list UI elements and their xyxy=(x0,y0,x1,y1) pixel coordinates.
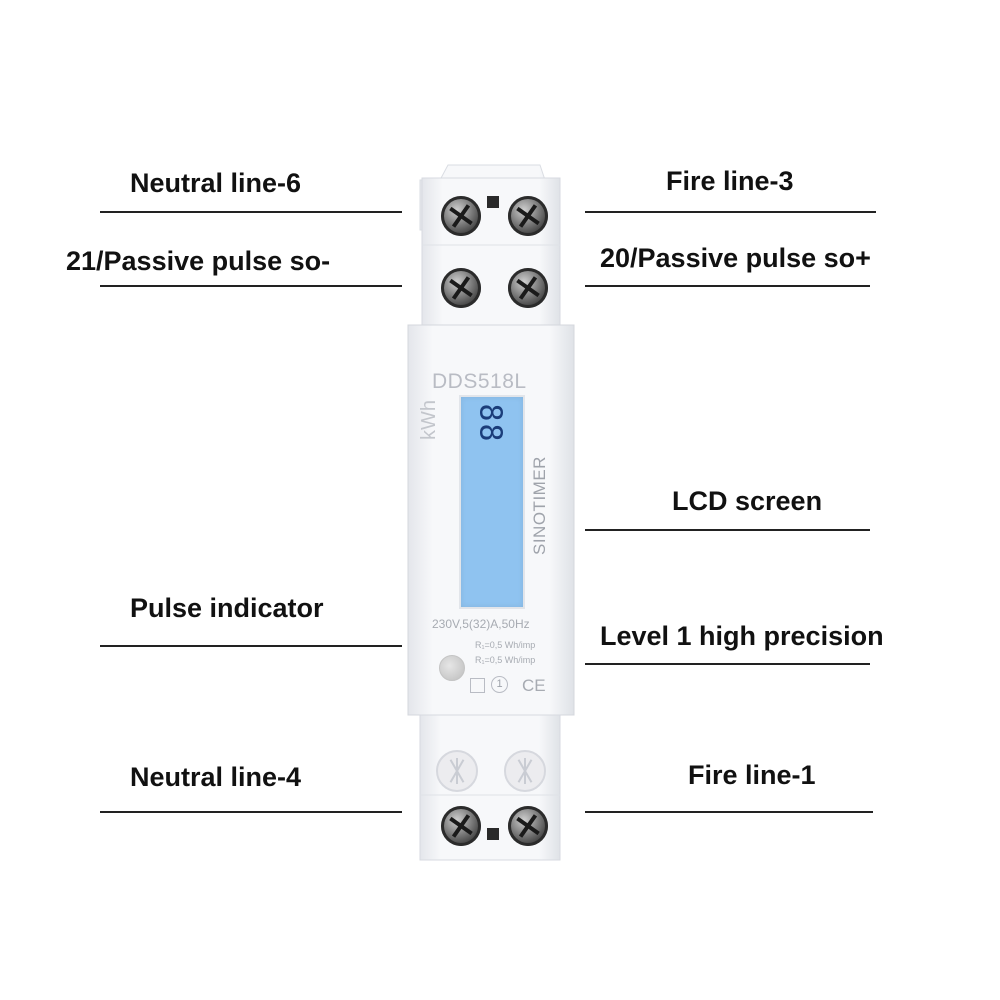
lcd-display xyxy=(459,395,525,609)
leader-line-pulse-plus xyxy=(585,285,870,287)
label-fire-line-3: Fire line-3 xyxy=(666,166,794,196)
brand-label: SINOTIMER xyxy=(530,456,549,555)
leader-line-lcd xyxy=(585,529,870,531)
pulse-led xyxy=(439,655,465,681)
ce-mark: CE xyxy=(522,676,546,695)
screw-terminal-4 xyxy=(441,806,481,846)
screw-terminal-3 xyxy=(508,196,548,236)
label-neutral-line-6: Neutral line-6 xyxy=(130,168,302,198)
screw-terminal-20 xyxy=(508,268,548,308)
label-pulse-indicator: Pulse indicator xyxy=(130,593,324,623)
leader-line-fire-1 xyxy=(585,811,873,813)
terminal-hole-1 xyxy=(504,750,546,792)
leader-line-fire-3 xyxy=(585,211,876,213)
screw-terminal-6 xyxy=(441,196,481,236)
leader-line-neutral-6 xyxy=(100,211,402,213)
label-lcd-screen: LCD screen xyxy=(672,486,823,516)
model-label: DDS518L xyxy=(432,370,527,393)
screw-terminal-21 xyxy=(441,268,481,308)
leader-line-pulse-minus xyxy=(100,285,402,287)
leader-line-pulse-indicator xyxy=(100,645,402,647)
label-level-1-precision: Level 1 high precision xyxy=(600,621,884,651)
terminal-marker xyxy=(487,196,499,208)
label-passive-pulse-minus: 21/Passive pulse so- xyxy=(66,246,331,276)
label-fire-line-1: Fire line-1 xyxy=(688,760,816,790)
label-neutral-line-4: Neutral line-4 xyxy=(130,762,302,792)
unit-label: kWh xyxy=(418,400,440,440)
lcd-reading: 88 xyxy=(472,403,508,444)
leader-line-neutral-4 xyxy=(100,811,402,813)
screw-terminal-1 xyxy=(508,806,548,846)
terminal-hole-4 xyxy=(436,750,478,792)
terminal-marker-lower xyxy=(487,828,499,840)
label-passive-pulse-plus: 20/Passive pulse so+ xyxy=(600,243,871,273)
leader-line-precision xyxy=(585,663,870,665)
constant-label-1: R₁=0,5 Wh/imp xyxy=(475,640,536,650)
class-mark: 1 xyxy=(491,676,508,693)
double-insulation-icon xyxy=(470,678,485,693)
rating-label: 230V,5(32)A,50Hz xyxy=(432,617,530,631)
constant-label-2: R₁=0,5 Wh/imp xyxy=(475,655,536,665)
